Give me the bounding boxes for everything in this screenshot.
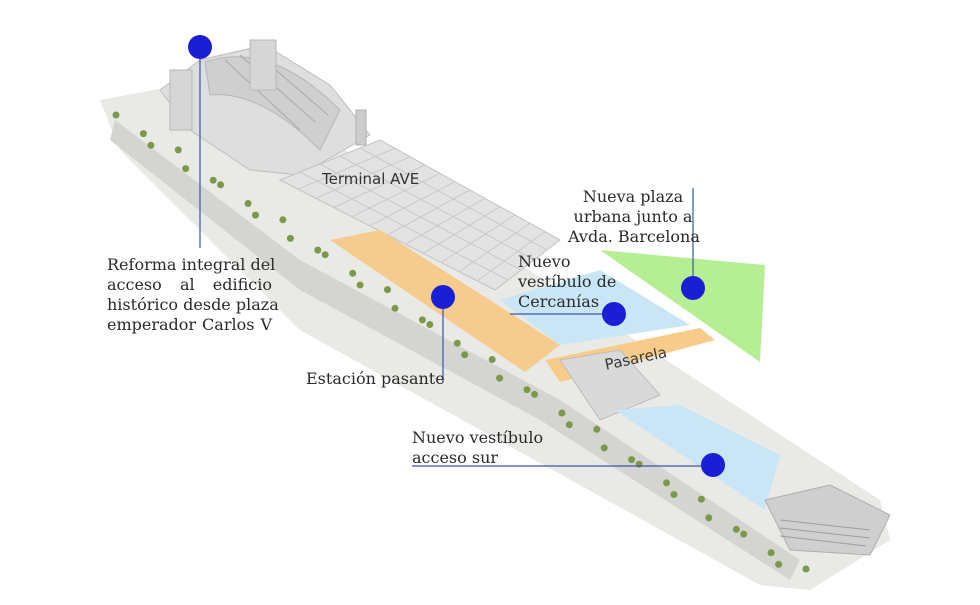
tree (391, 304, 399, 312)
tree (565, 421, 573, 429)
tree (384, 286, 391, 294)
tree (182, 165, 190, 173)
platform-stairs (559, 349, 661, 421)
callout-vestibulo-cercanias: Nuevo vestíbulo de Cercanías (518, 252, 616, 312)
callout-estacion-pasante: Estación pasante (306, 369, 445, 389)
roof-grid-line (339, 155, 535, 261)
tree (775, 560, 783, 568)
callout-line: acceso sur (412, 448, 499, 467)
callout-line: Avda. Barcelona (568, 227, 700, 246)
callout-line: vestíbulo de (518, 272, 617, 291)
callout-line: urbana junto a (573, 207, 693, 226)
tree (670, 491, 678, 498)
tree (321, 251, 329, 259)
tree (112, 111, 120, 119)
callout-line: Cercanías (518, 292, 600, 311)
terminal-roof-grid (297, 147, 548, 282)
roof-grid-line (319, 163, 522, 271)
callout-vestibulo-sur: Nuevo vestíbulo acceso sur (412, 428, 543, 468)
south-building-stripes (779, 519, 871, 547)
leader-lines (199, 47, 713, 467)
roof-grid-line (297, 147, 396, 190)
marker-cercanias[interactable] (602, 302, 626, 326)
roof-grid-line (359, 147, 548, 251)
chimney (355, 109, 367, 146)
roof-grid-line (369, 181, 456, 227)
callout-line: Nuevo vestíbulo (412, 428, 544, 447)
callout-line: acceso al edificio (107, 275, 272, 294)
historic-tower-right (249, 39, 277, 91)
tree (461, 351, 469, 359)
tree (217, 181, 225, 189)
street-trees (112, 111, 810, 573)
marker-estacion-pasante[interactable] (431, 285, 455, 309)
tree (558, 409, 566, 417)
tree (356, 281, 364, 289)
callout-line: emperador Carlos V (107, 315, 272, 334)
callout-line: histórico desde plaza (107, 295, 279, 314)
tree (252, 211, 259, 219)
tree (496, 374, 504, 382)
tree (418, 316, 426, 324)
roof-grid-line (315, 156, 411, 199)
tree (279, 216, 287, 224)
tree (349, 269, 357, 277)
tree (286, 234, 294, 242)
cercanias-zone (500, 270, 690, 345)
vestibulo-sur-zone (615, 405, 780, 510)
historic-roof-vault (204, 56, 341, 151)
roof-grid-line (405, 197, 486, 245)
tree (740, 530, 748, 538)
tree (147, 141, 155, 149)
tree (139, 130, 147, 138)
tree (732, 525, 740, 533)
tree (802, 565, 810, 573)
historic-tower-left (169, 69, 193, 131)
roof-grid-line (387, 189, 471, 236)
callout-plaza-urbana: Nueva plaza urbana junto a Avda. Barcelo… (568, 187, 700, 247)
tree (593, 425, 601, 433)
terminal-ave-label: Terminal AVE (322, 170, 420, 188)
tree (523, 386, 531, 394)
roof-grid-line (458, 222, 531, 273)
markers (188, 35, 725, 477)
roof-grid-line (423, 206, 501, 254)
roof-grid-line (476, 231, 546, 282)
tree (705, 514, 713, 522)
tree (426, 321, 434, 328)
tree (663, 479, 670, 487)
tree (244, 200, 252, 207)
roof-grid-line (299, 171, 509, 281)
plaza-urbana-zone (600, 250, 765, 362)
callout-line: Estación pasante (306, 369, 445, 388)
tree (314, 246, 322, 254)
callout-line: Reforma integral del (107, 255, 276, 274)
tree (209, 176, 217, 184)
callout-reforma: Reforma integral del acceso al edificio … (107, 255, 279, 335)
tree (531, 390, 538, 398)
roof-grid-line (351, 172, 441, 218)
tree (628, 456, 636, 464)
roof-grid-line (333, 164, 426, 208)
tree (488, 356, 496, 363)
tree (453, 339, 461, 347)
callout-line: Nueva plaza (582, 187, 684, 206)
tree (635, 460, 643, 468)
street (110, 120, 800, 580)
tree (697, 495, 705, 503)
tree (600, 444, 608, 452)
marker-reforma[interactable] (188, 35, 212, 59)
tree (174, 146, 182, 154)
callout-line: Nuevo (518, 252, 571, 271)
marker-vestibulo-sur[interactable] (701, 453, 725, 477)
roof-grid-line (440, 214, 516, 263)
marker-plaza-urbana[interactable] (681, 276, 705, 300)
tree (767, 549, 775, 557)
